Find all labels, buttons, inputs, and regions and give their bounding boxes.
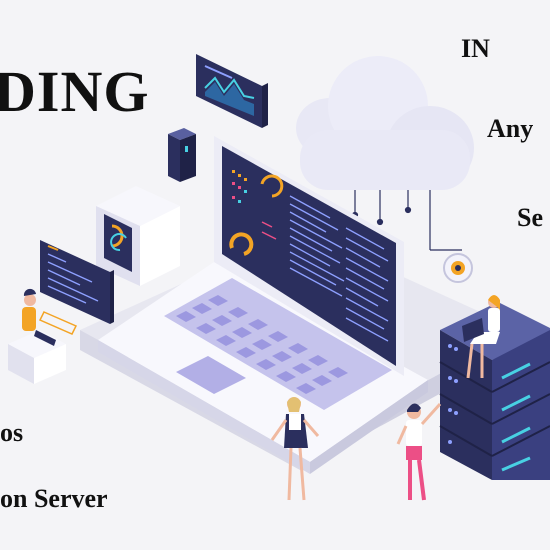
hero-line-server: on Server <box>0 484 108 513</box>
data-cube-icon <box>96 186 180 286</box>
person-icon <box>270 397 320 501</box>
hero-heading: DING <box>0 59 150 124</box>
gear-icon <box>443 253 473 283</box>
hero-line-any: Any <box>487 114 534 143</box>
laptop-icon <box>98 136 428 474</box>
person-icon <box>8 288 78 384</box>
hero-line-se: Se <box>517 203 543 232</box>
chart-panel-icon <box>196 54 268 128</box>
code-panel-left <box>40 240 114 324</box>
cloud-icon <box>296 56 474 190</box>
storage-tower-icon <box>168 128 196 182</box>
person-icon <box>462 295 500 379</box>
hero-line-in: IN <box>461 34 490 63</box>
person-icon <box>396 402 442 501</box>
hero-line-os: os <box>0 418 24 447</box>
